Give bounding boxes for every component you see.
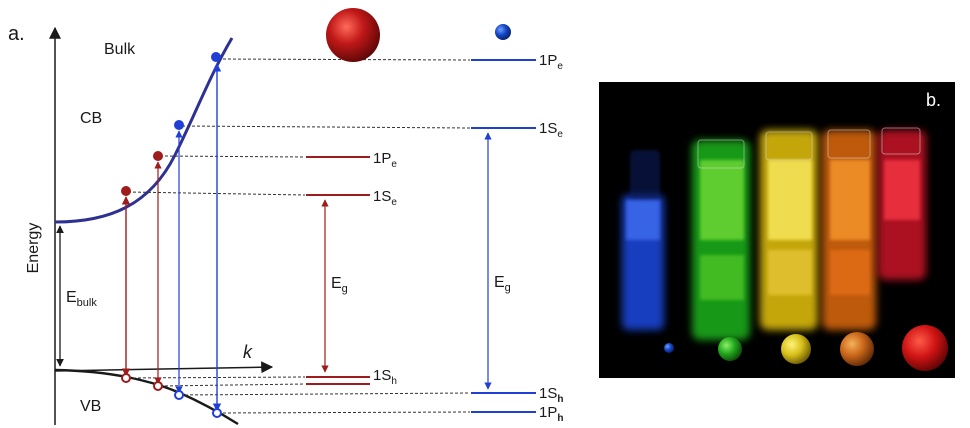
sphere-yellow — [781, 334, 811, 364]
small-dot-1ph-label: 1Ph — [539, 404, 563, 424]
cb-label: CB — [80, 110, 102, 127]
vial-green — [692, 140, 750, 340]
large-dot-1sh-label: 1Sh — [373, 367, 397, 387]
sphere-orange — [840, 332, 874, 366]
eg-large-dot-label: Eg — [331, 275, 348, 295]
vial-rims — [697, 127, 921, 169]
vial-red — [878, 130, 926, 280]
vb-state-blue-2 — [212, 408, 222, 418]
panel-a: a. Energy k Bulk CB VB Ebulk — [8, 8, 563, 426]
cb-state-blue-1 — [174, 120, 184, 130]
k-axis — [54, 361, 274, 374]
small-dot-1se-label: 1Se — [539, 120, 563, 140]
vb-state-blue-1 — [174, 390, 184, 400]
vb-state-red-2 — [153, 381, 163, 391]
conduction-band-curve — [54, 37, 234, 224]
panel-a-label: a. — [8, 23, 25, 45]
bulk-label: Bulk — [104, 41, 136, 58]
sphere-red — [902, 325, 948, 371]
cb-state-blue-2 — [211, 52, 221, 62]
panel-b-label: b. — [926, 90, 941, 110]
ebulk-label: Ebulk — [66, 289, 97, 309]
small-dot-1pe-label: 1Pe — [539, 52, 563, 72]
vb-state-red-1 — [121, 373, 131, 383]
small-dot-1sh-label: 1Sh — [539, 385, 563, 405]
large-dot-1se-label: 1Se — [373, 188, 397, 208]
large-dot-1pe-label: 1Pe — [373, 150, 397, 170]
cb-state-red-1 — [121, 186, 131, 196]
panel-b-photo: b. — [599, 82, 955, 378]
vial-yellow — [760, 130, 818, 330]
k-axis-label: k — [243, 342, 253, 362]
valence-band-curve — [54, 368, 239, 426]
large-quantum-dot-sphere — [326, 8, 380, 62]
vb-label: VB — [80, 398, 101, 415]
small-quantum-dot-sphere — [495, 24, 511, 40]
energy-axis-label: Energy — [25, 223, 42, 274]
sphere-green — [718, 337, 742, 361]
vial-blue — [622, 150, 664, 330]
cb-state-red-2 — [153, 151, 163, 161]
vial-orange — [822, 130, 876, 330]
sphere-blue — [664, 343, 674, 353]
eg-small-dot-label: Eg — [494, 274, 511, 294]
